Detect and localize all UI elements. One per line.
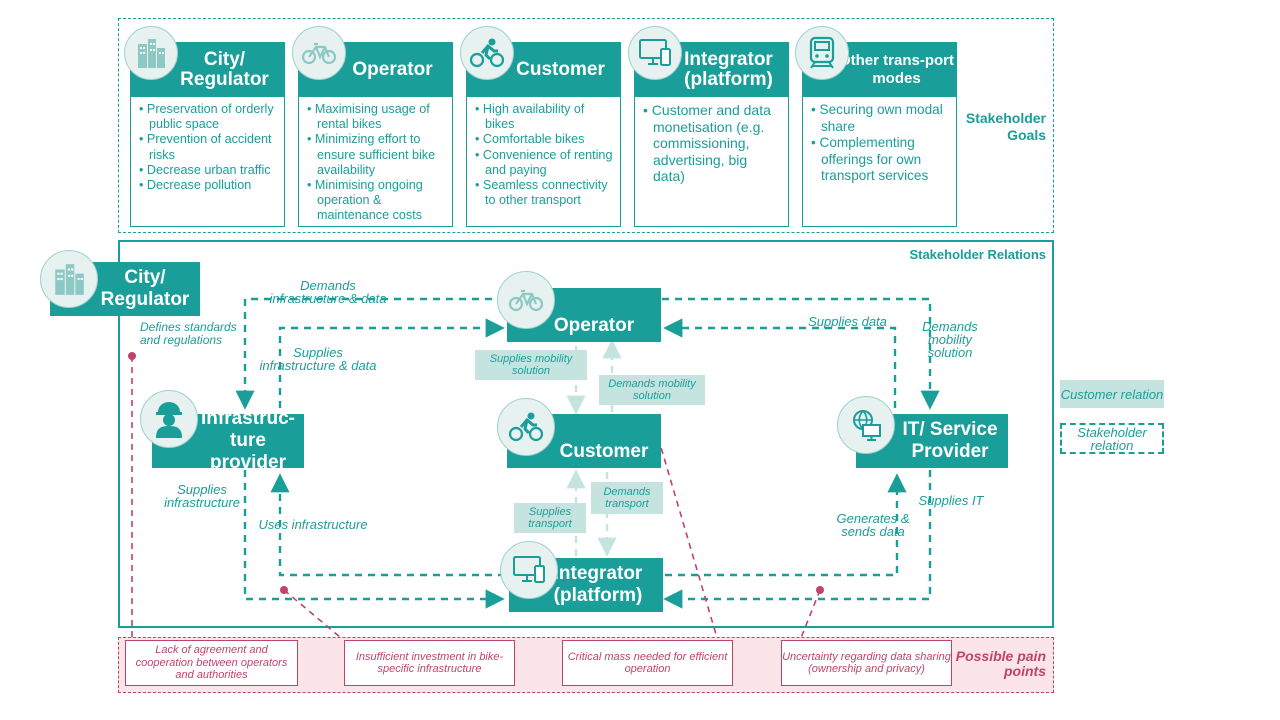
goal-item: High availability of bikes [475,102,614,132]
goal-item: Securing own modal share [811,102,950,135]
bicycle-icon [497,271,555,329]
label-supplies-data: Supplies data [808,314,887,329]
goal-item: Convenience of renting and paying [475,148,614,178]
goal-card-title: City/ Regulator [130,42,285,97]
label-demands-infrastructure-data: Demands infrastructure & data [269,278,387,306]
label-supplies-it: Supplies IT [918,493,984,508]
stakeholder-goals-label: Stakeholder Goals [965,110,1046,143]
goal-item: Decrease urban traffic [139,163,278,178]
goal-list: Preservation of orderly public space Pre… [139,102,278,193]
goal-item: Minimising ongoing operation & maintenan… [307,178,446,224]
goal-list: Customer and data monetisation (e.g. com… [643,102,782,185]
goal-card-other-transport: Other trans-port modes Securing own moda… [802,42,957,227]
label-supplies-infrastructure-data: Supplies infrastructure & data [259,345,377,373]
label-supplies-mobility-solution: Supplies mobility solution [475,350,587,380]
monitor-phone-icon [628,26,682,80]
pain-point-box: Lack of agreement and cooperation betwee… [125,640,298,686]
pain-point-box: Insufficient investment in bike-specific… [344,640,515,686]
label-supplies-infrastructure: Supplies infrastructure [164,482,240,510]
label-supplies-transport: Supplies transport [514,503,586,533]
stakeholder-goals-panel [118,18,1054,233]
label-uses-infrastructure: Uses infrastructure [258,517,368,532]
goal-item: Minimizing effort to ensure sufficient b… [307,132,446,178]
label-defines-standards: Defines standards and regulations [140,320,237,347]
cyclist-icon [497,398,555,456]
goal-list: Securing own modal share Complementing o… [811,102,950,185]
label-generates-sends-data: Generates & sends data [836,511,910,539]
legend-stakeholder-relation: Stakeholder relation [1060,423,1164,454]
legend-customer-relation: Customer relation [1060,380,1164,408]
goal-item: Preservation of orderly public space [139,102,278,132]
cyclist-icon [460,26,514,80]
bicycle-icon [292,26,346,80]
goal-item: Complementing offerings for own transpor… [811,135,950,185]
goal-item: Maximising usage of rental bikes [307,102,446,132]
stakeholder-relations-panel [118,240,1054,628]
city-buildings-icon [40,250,98,308]
goal-item: Decrease pollution [139,178,278,193]
goal-list: Maximising usage of rental bikes Minimiz… [307,102,446,224]
goal-item: Comfortable bikes [475,132,614,147]
goal-list: High availability of bikes Comfortable b… [475,102,614,208]
label-demands-mobility-solution-customer: Demands mobility solution [599,375,705,405]
pain-points-title: Possible pain points [955,648,1046,679]
label-demands-transport: Demands transport [591,482,663,514]
label-demands-mobility-solution: Demands mobility solution [922,319,978,360]
stakeholder-relations-label: Stakeholder Relations [909,247,1046,262]
worker-helmet-icon [140,390,198,448]
pain-point-box: Uncertainty regarding data sharing (owne… [781,640,952,686]
goal-item: Prevention of accident risks [139,132,278,162]
globe-computer-icon [837,396,895,454]
goal-item: Customer and data monetisation (e.g. com… [643,102,782,185]
pain-point-box: Critical mass needed for efficient opera… [562,640,733,686]
city-buildings-icon [124,26,178,80]
goal-item: Seamless connectivity to other transport [475,178,614,208]
goal-card-city: City/ Regulator Preservation of orderly … [130,42,285,227]
monitor-phone-icon [500,541,558,599]
train-icon [795,26,849,80]
